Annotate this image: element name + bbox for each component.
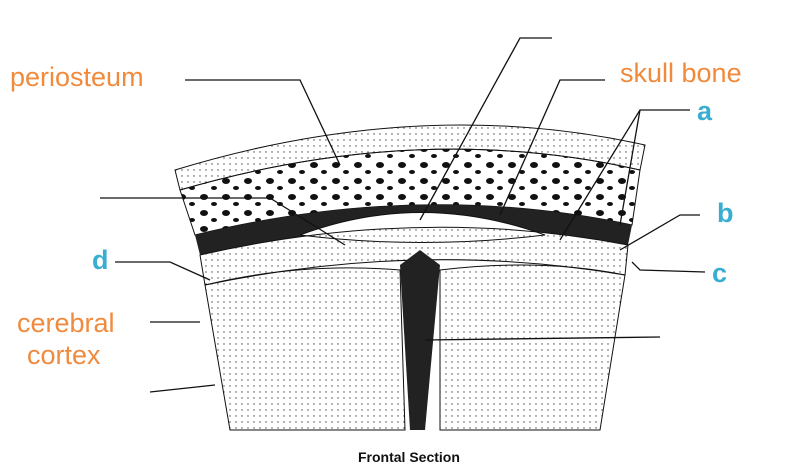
right-hemisphere (439, 264, 626, 431)
label-periosteum: periosteum (10, 62, 144, 92)
label-b: b (717, 198, 734, 228)
label-cerebral: cerebral (17, 308, 115, 338)
left-hemisphere (204, 267, 406, 431)
dura-mater-layer (195, 204, 632, 255)
label-skull-bone: skull bone (620, 58, 742, 88)
label-d: d (92, 245, 109, 275)
label-a: a (697, 96, 713, 126)
label-cortex: cortex (27, 340, 101, 370)
label-c: c (712, 258, 728, 288)
falx-cerebri (400, 250, 440, 430)
leader-lines (100, 37, 706, 393)
caption: Frontal Section (358, 449, 460, 465)
